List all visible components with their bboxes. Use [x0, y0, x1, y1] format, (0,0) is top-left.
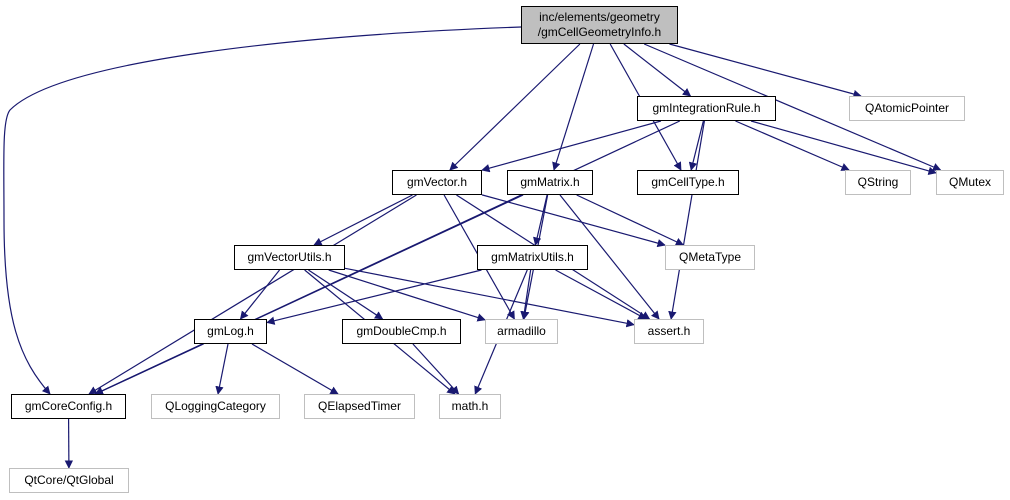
edge-gmlog-to-qelapsedtimer [251, 343, 339, 395]
edge-gmlog-to-gmcoreconfig [94, 343, 204, 395]
edge-gmintegrationrule-to-qmutex [750, 120, 937, 175]
edge-root-to-qmutex [643, 43, 942, 171]
node-math: math.h [439, 394, 501, 419]
node-label: math.h [451, 399, 489, 413]
node-gmvector[interactable]: gmVector.h [392, 170, 482, 195]
node-label: QElapsedTimer [318, 399, 401, 413]
edge-gmvectorutils-to-gmdoublecmp [308, 269, 384, 320]
node-gmmatrixutils[interactable]: gmMatrixUtils.h [477, 245, 588, 270]
node-qmetatype: QMetaType [665, 245, 755, 270]
edge-root-to-gmmatrix [552, 43, 595, 171]
node-label: QMutex [948, 175, 991, 189]
node-gmvectorutils[interactable]: gmVectorUtils.h [234, 245, 345, 270]
edge-gmvector-to-gmcoreconfig [88, 194, 417, 395]
node-gmdoublecmp[interactable]: gmDoubleCmp.h [342, 319, 461, 344]
edge-gmmatrix-to-assert [559, 194, 660, 320]
node-qatomicpointer: QAtomicPointer [849, 96, 965, 121]
edge-root-to-gmintegrationrule [623, 43, 692, 97]
edge-gmvectorutils-to-gmlog [239, 269, 281, 320]
node-label: QMetaType [678, 250, 742, 264]
edge-gmmatrixutils-to-assert [555, 269, 647, 320]
edge-gmintegrationrule-to-qstring [735, 120, 850, 171]
edge-gmlog-to-qloggingcategory [215, 343, 229, 395]
edge-gmdoublecmp-to-math [412, 343, 460, 395]
node-armadillo: armadillo [485, 319, 558, 344]
node-label: QLoggingCategory [165, 399, 266, 413]
node-label: gmMatrixUtils.h [491, 250, 574, 264]
edge-gmintegrationrule-to-gmcelltype [688, 120, 704, 171]
node-label: gmLog.h [207, 324, 254, 338]
node-label: QAtomicPointer [864, 101, 950, 115]
node-label: gmIntegrationRule.h [652, 101, 761, 115]
edge-root-to-gmvector [449, 43, 581, 171]
node-label: QString [857, 175, 899, 189]
node-gmcoreconfig[interactable]: gmCoreConfig.h [11, 394, 126, 419]
edge-gmintegrationrule-to-assert [668, 120, 705, 320]
node-assert: assert.h [634, 319, 704, 344]
edge-gmvectorutils-to-assert [344, 267, 635, 328]
node-label: assert.h [647, 324, 691, 338]
node-qmutex: QMutex [936, 170, 1004, 195]
node-gmcelltype[interactable]: gmCellType.h [637, 170, 739, 195]
node-gmmatrix[interactable]: gmMatrix.h [507, 170, 593, 195]
edge-gmmatrixutils-to-gmlog [266, 269, 482, 325]
edge-gmvector-to-gmvectorutils [313, 194, 413, 246]
node-gmlog[interactable]: gmLog.h [194, 319, 267, 344]
node-label: gmVectorUtils.h [247, 250, 332, 264]
node-qtglobal: QtCore/QtGlobal [9, 468, 129, 493]
node-label: gmVector.h [406, 175, 468, 189]
edge-root-to-gmcoreconfig [3, 26, 522, 395]
edge-gmvectorutils-to-armadillo [328, 269, 486, 322]
edge-gmmatrix-to-gmmatrixutils [533, 194, 548, 246]
node-root[interactable]: inc/elements/geometry/gmCellGeometryInfo… [521, 6, 678, 44]
node-label-line: inc/elements/geometry [539, 10, 660, 24]
edge-gmmatrixutils-to-armadillo [520, 269, 532, 320]
node-qstring: QString [845, 170, 911, 195]
edge-gmvector-to-qmetatype [481, 194, 666, 248]
edge-root-to-qatomicpointer [669, 43, 862, 99]
node-label: armadillo [497, 324, 546, 338]
edge-gmmatrix-to-qmetatype [576, 194, 685, 246]
node-label-line: /gmCellGeometryInfo.h [537, 25, 662, 39]
node-label: QtCore/QtGlobal [24, 473, 114, 487]
node-qelapsedtimer: QElapsedTimer [304, 394, 415, 419]
node-qloggingcategory: QLoggingCategory [151, 394, 280, 419]
node-label: gmMatrix.h [520, 175, 580, 189]
node-gmintegrationrule[interactable]: gmIntegrationRule.h [637, 96, 776, 121]
edge-gmintegrationrule-to-gmvector [481, 120, 662, 173]
node-label: gmCoreConfig.h [24, 399, 113, 413]
node-label: gmCellType.h [651, 175, 725, 189]
node-label: gmDoubleCmp.h [356, 324, 447, 338]
